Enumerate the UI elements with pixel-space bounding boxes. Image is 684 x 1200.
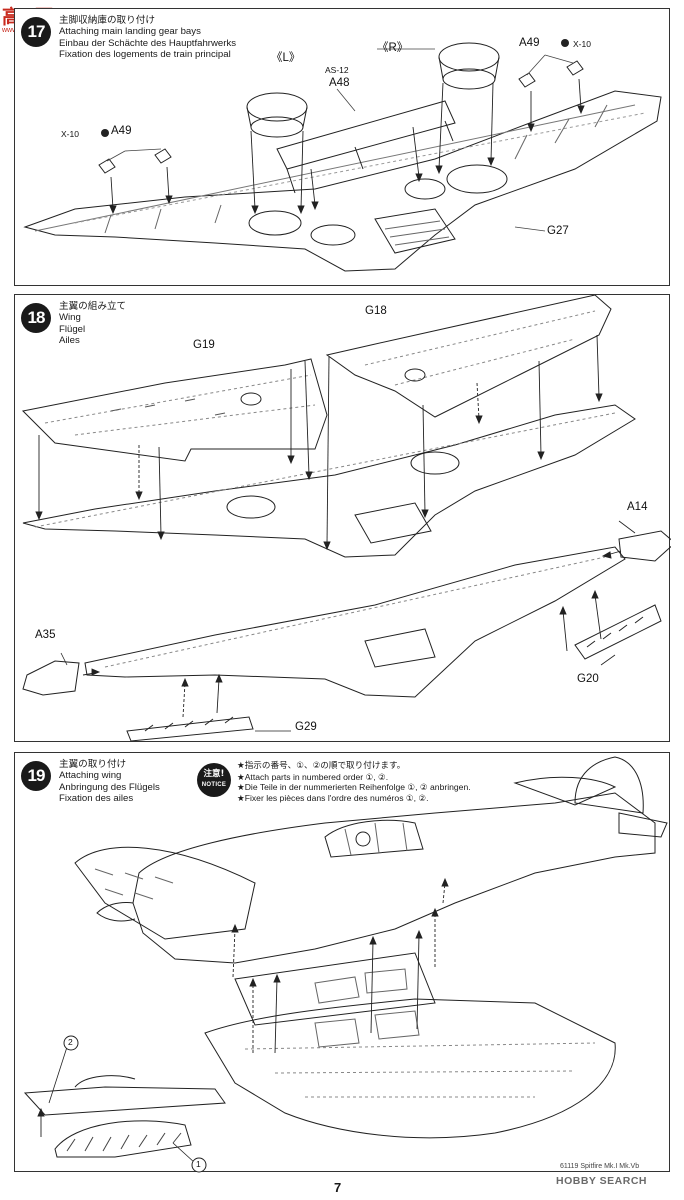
step-17-number: 17: [21, 17, 51, 47]
step-18-number: 18: [21, 303, 51, 333]
step-17-title-en: Attaching main landing gear bays: [59, 26, 201, 38]
tail-fin: [574, 756, 644, 814]
order-2-label: 2: [68, 1037, 73, 1047]
fuselage-outline: [132, 792, 656, 964]
label-g20: G20: [577, 673, 599, 685]
label-g27: G27: [547, 225, 569, 237]
canopy: [324, 819, 424, 858]
step-17-titles: 主脚収納庫の取り付け Attaching main landing gear b…: [59, 15, 236, 61]
step-19-number: 19: [21, 761, 51, 791]
pilot-figure: [355, 831, 371, 847]
part-g29: [126, 716, 254, 742]
x10-left-icon: [101, 129, 109, 137]
part-a48: [276, 100, 456, 170]
step-19-title-en: Attaching wing: [59, 770, 122, 782]
notice-badge: 注意! NOTICE: [197, 763, 231, 797]
label-a49-left: A49: [111, 125, 132, 137]
step-18-titles: 主翼の組み立て Wing Flügel Ailes: [59, 301, 126, 347]
step-17-title-ja: 主脚収納庫の取り付け: [59, 15, 155, 26]
lower-wing-outline: [23, 90, 662, 272]
order-1-circle: [191, 1157, 207, 1173]
watermark-hobby-search: HOBBY SEARCH: [556, 1175, 647, 1187]
notice-badge-ja: 注意!: [203, 769, 225, 779]
kit-caption: 61119 Spitfire Mk.I Mk.Vb: [560, 1163, 640, 1170]
step-19-titles: 主翼の取り付け Attaching wing Anbringung des Fl…: [59, 759, 160, 805]
step-19-title-ja: 主翼の取り付け: [59, 759, 127, 770]
label-a14: A14: [627, 501, 648, 513]
label-x10-right: X-10: [573, 39, 591, 49]
notice-box: 注意! NOTICE ★指示の番号、①、②の順で取り付けます。 ★Attach …: [197, 759, 497, 805]
notice-line-fr: ★Fixer les pièces dans l'ordre des numér…: [237, 792, 429, 803]
step-19-panel: 19 主翼の取り付け Attaching wing Anbringung des…: [14, 752, 670, 1173]
completed-wing: [84, 546, 626, 698]
label-left: 《L》: [271, 52, 301, 64]
notice-line-ja: ★指示の番号、①、②の順で取り付けます。: [237, 761, 406, 771]
step-19-illustration: [23, 756, 668, 1173]
label-a48: A48: [329, 77, 350, 89]
step-18-illustration: [21, 295, 671, 742]
step-17-title-fr: Fixation des logements de train principa…: [59, 49, 231, 61]
notice-line-en: ★Attach parts in numbered order ①, ②.: [237, 771, 389, 782]
label-x10-left: X-10: [61, 129, 79, 139]
step-18-title-ja: 主翼の組み立て: [59, 301, 127, 312]
part-g20: [574, 604, 662, 660]
page-number: 7: [334, 1180, 342, 1195]
step-18-title-de: Flügel: [59, 323, 86, 335]
order-2-circle: [63, 1035, 79, 1051]
part-a35: [22, 660, 80, 696]
label-a35: A35: [35, 629, 56, 641]
notice-badge-en: NOTICE: [201, 782, 227, 788]
part-g18: [325, 295, 612, 418]
step-17-illustration: [23, 39, 662, 272]
tail-plane: [513, 776, 668, 838]
label-right: 《R》: [377, 42, 409, 54]
label-a49-right: A49: [519, 37, 540, 49]
label-g18: G18: [365, 305, 387, 317]
label-g29: G29: [295, 721, 317, 733]
step-19-title-de: Anbringung des Flügels: [59, 781, 160, 793]
part-a14: [618, 530, 671, 562]
step-17-panel: 17 主脚収納庫の取り付け Attaching main landing gea…: [14, 8, 670, 286]
step-17-title-de: Einbau der Schächte des Hauptfahrwerks: [59, 37, 237, 49]
starboard-wing: [204, 998, 616, 1139]
port-wing: [74, 846, 256, 940]
label-g19: G19: [193, 339, 215, 351]
x10-right-icon: [561, 39, 569, 47]
label-as12: AS-12: [325, 65, 349, 75]
inset-diagram: [23, 1075, 226, 1158]
part-bay-right: [438, 42, 500, 72]
part-g19: [21, 358, 328, 462]
step-18-title-fr: Ailes: [59, 335, 80, 347]
order-1-label: 1: [196, 1159, 201, 1169]
step-18-panel: 18 主翼の組み立て Wing Flügel Ailes: [14, 294, 671, 742]
step-19-title-fr: Fixation des ailes: [59, 793, 134, 805]
notice-line-de: ★Die Teile in der nummerierten Reihenfol…: [237, 782, 471, 793]
step-18-title-en: Wing: [59, 312, 81, 324]
notice-text: ★指示の番号、①、②の順で取り付けます。 ★Attach parts in nu…: [237, 761, 471, 803]
lower-wing-assembly: [22, 404, 636, 558]
